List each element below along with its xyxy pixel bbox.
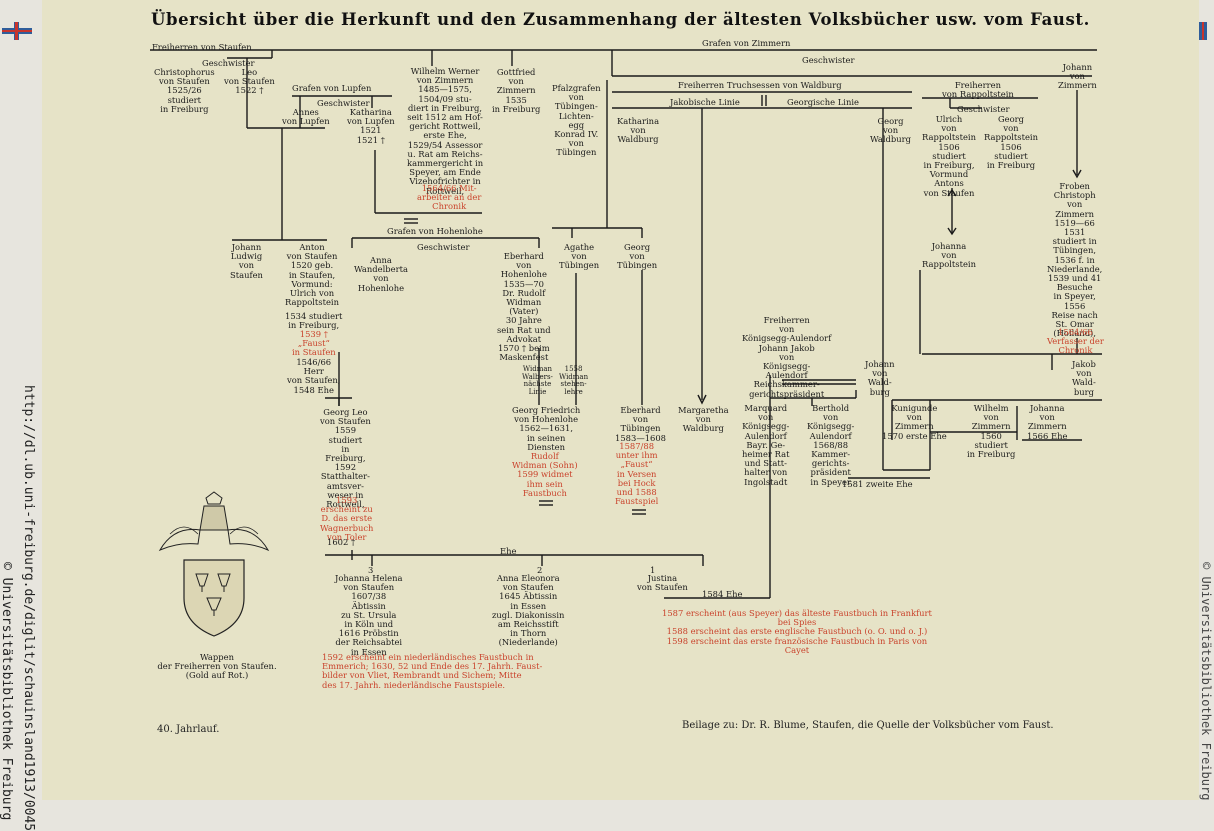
person-georg-tuebingen: Georg von Tübingen [617,242,658,271]
genealogy-lines [150,49,1102,599]
label-geschwister: Geschwister [202,58,255,68]
person-johanna-helena: Johanna Helena von Staufen 1607/38 Äbtis… [335,573,403,657]
number-2: 2 [537,565,543,575]
person-annes-lupfen: Annes von Lupfen [282,107,330,127]
number-1: 1 [650,565,656,575]
person-johanna-rapp: Johanna von Rappoltstein [922,241,976,270]
person-johann-ludwig: Johann Ludwig von Staufen [230,242,263,280]
left-margin: http://dl.ub.uni-freiburg.de/diglit/scha… [0,0,42,831]
person-wilhelm-werner: Wilhelm Werner von Zimmern 1485—1575, 15… [407,66,484,196]
note-1584-ehe: 1584 Ehe [702,589,743,599]
person-agathe: Agathe von Tübingen [559,242,600,271]
label-grafen-hohenlohe: Grafen von Hohenlohe [387,226,483,236]
person-eberhard-tuebingen: Eberhard von Tübingen 1583—1608 [615,405,667,443]
person-johann-zimmern-top: Johann von Zimmern [1058,62,1097,91]
person-johanna-zimmern: Johanna von Zimmern 1566 Ehe [1027,403,1068,441]
annotation-wilhelm-werner: 1564/66 Mit- arbeiter an der Chronik [417,183,482,212]
person-gottfried: Gottfried von Zimmern 1535 in Freiburg [492,67,541,114]
label-grafen-zimmern: Grafen von Zimmern [702,38,791,48]
annotation-froben: 1564/66 Verfasser der Chronik [1047,327,1104,356]
label-georgische-linie: Georgische Linie [787,97,860,107]
person-katharina-lupfen: Katharina von Lupfen 1521 1521 † [347,107,395,145]
footer-left: 40. Jahrlauf. [157,724,220,735]
person-froben: Froben Christoph von Zimmern 1519—66 153… [1047,181,1103,339]
annotation-eberhard-tuebingen: 1587/88 unter ihm „Faust“ in Versen bei … [615,441,659,507]
person-jakob-waldburg: Jakob von Wald- burg [1072,359,1096,397]
person-georg-rapp: Georg von Rappoltstein 1506 studiert in … [984,114,1038,171]
label-ehe: Ehe [500,546,517,556]
person-anna-eleonora: Anna Eleonora von Staufen 1645 Äbtissin … [492,573,565,648]
person-anton-herr: 1546/66 Herr von Staufen, 1548 Ehe [287,357,341,395]
note-widman-linie: Widman Walbers- nächste Linie [522,365,553,396]
person-georg-friedrich: Georg Friedrich von Hohenlohe 1562—1631,… [512,405,581,452]
document-page: Übersicht über die Herkunft und den Zusa… [42,0,1199,800]
right-margin: © Universitätsbibliothek Freiburg [1199,0,1214,800]
person-anton-study: 1534 studiert in Freiburg, [285,311,343,331]
flag-icon-right [1199,22,1211,40]
source-url[interactable]: http://dl.ub.uni-freiburg.de/diglit/scha… [21,385,36,831]
label-freiherren-staufen: Freiherren von Staufen [152,42,252,52]
person-johann-waldburg: Johann von Wald- burg [865,359,895,397]
label-geschwister-rapp: Geschwister [957,104,1010,114]
person-pfalzgrafen: Pfalzgrafen von Tübingen- Lichten- egg K… [552,83,601,158]
person-freiherren-koenigsegg: Freiherren von Königsegg-Aulendorf Johan… [742,315,832,399]
person-georg-leo-death: 1602 † [327,537,356,547]
person-margaretha: Margaretha von Waldburg [678,405,729,434]
coat-of-arms-icon [158,491,270,637]
person-anton: Anton von Staufen 1520 geb. in Staufen, … [285,242,339,308]
label-freiherren-rappoltstein: Freiherren von Rappoltstein [942,80,1014,100]
annotation-anton-faust: 1539 † „Faust“ in Staufen [292,329,336,358]
note-widman-lehre: 1558 Widman stehen- lehre [559,365,589,396]
copyright-right: © Universitätsbibliothek Freiburg [1199,562,1213,801]
label-geschwister-lupfen: Geschwister [317,98,370,108]
flag-icon [2,22,32,40]
copyright-left: © Universitätsbibliothek Freiburg [0,562,14,821]
person-kunigunde: Kunigunde von Zimmern 1570 erste Ehe [882,403,947,441]
person-georg-leo: Georg Leo von Staufen 1559 studiert in F… [320,407,371,510]
person-katharina-waldburg: Katharina von Waldburg [617,116,660,145]
label-jakobische-linie: Jakobische Linie [670,97,740,107]
annotation-georg-leo: 1593 erscheint zu D. das erste Wagnerbuc… [320,495,374,542]
number-3: 3 [368,565,374,575]
person-wilhelm-zimmern: Wilhelm von Zimmern 1560 studiert in Fre… [967,403,1016,460]
person-berthold: Berthold von Königsegg- Aulendorf 1568/8… [807,403,855,487]
label-geschwister-hoh: Geschwister [417,242,470,252]
label-grafen-lupfen: Grafen von Lupfen [292,83,372,93]
person-leo: Leo von Staufen 1522 † [224,67,275,96]
person-justina: Justina von Staufen [637,573,688,593]
label-truchsessen: Freiherren Truchsessen von Waldburg [678,80,842,90]
footer-right: Beilage zu: Dr. R. Blume, Staufen, die Q… [682,720,1054,731]
person-eberhard-hohenlohe: Eberhard von Hohenlohe 1535—70 Dr. Rudol… [497,251,551,363]
annotation-1587: 1587 erscheint (aus Speyer) das älteste … [662,608,932,655]
person-georg-waldburg: Georg von Waldburg [870,116,912,145]
person-marquard: Marquard von Königsegg- Aulendorf Bayr. … [742,403,790,487]
annotation-georg-friedrich: Rudolf Widman (Sohn) 1599 widmet ihm sei… [512,451,578,498]
person-anna-wandelberta: Anna Wandelberta von Hohenlohe [354,255,408,293]
label-geschwister-upper: Geschwister [802,55,855,65]
annotation-1592: 1592 erscheint ein niederländisches Faus… [322,652,543,690]
note-zweite-ehe: 1581 zweite Ehe [842,479,913,489]
person-christophorus: Christophorus von Staufen 1525/26 studie… [154,67,215,114]
coat-of-arms-caption: Wappen der Freiherren von Staufen. (Gold… [157,652,277,681]
person-ulrich-rapp: Ulrich von Rappoltstein 1506 studiert in… [922,114,976,198]
page-title: Übersicht über die Herkunft und den Zusa… [151,10,1090,29]
